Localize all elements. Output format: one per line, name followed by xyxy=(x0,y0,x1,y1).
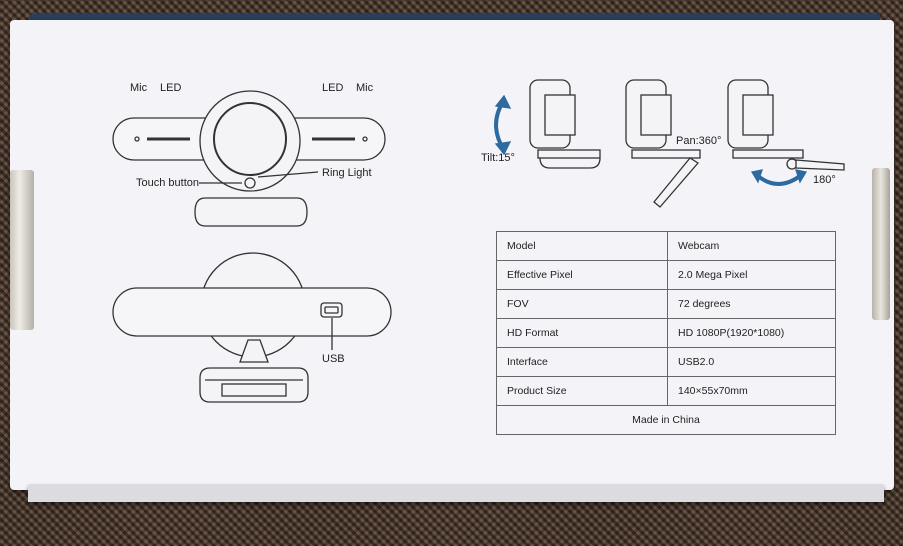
spec-key: Effective Pixel xyxy=(496,260,668,290)
table-row: Model Webcam xyxy=(496,231,836,261)
fold-drawing xyxy=(727,79,845,186)
tape-left xyxy=(10,170,34,330)
pan-drawing xyxy=(625,79,701,208)
spec-key: Product Size xyxy=(496,376,668,406)
mic-right-label: Mic xyxy=(356,82,374,94)
led-left-label: LED xyxy=(160,82,182,94)
spec-key: FOV xyxy=(496,289,668,319)
ring-light-label: Ring Light xyxy=(322,167,372,179)
touch-button-label: Touch button xyxy=(136,177,199,189)
mic-left-label: Mic xyxy=(130,82,148,94)
spec-key: Model xyxy=(496,231,668,261)
tilt-drawing xyxy=(494,79,601,169)
spec-key: HD Format xyxy=(496,318,668,348)
spec-value: 2.0 Mega Pixel xyxy=(667,260,836,290)
box-bottom-lip xyxy=(28,484,884,502)
spec-value: 72 degrees xyxy=(667,289,836,319)
webcam-back-drawing xyxy=(112,252,392,403)
table-row: Product Size 140×55x70mm xyxy=(496,376,836,406)
fold-label: 180° xyxy=(813,174,836,186)
spec-table: Model Webcam Effective Pixel 2.0 Mega Pi… xyxy=(496,231,836,435)
led-right-label: LED xyxy=(322,82,344,94)
table-row: Interface USB2.0 xyxy=(496,347,836,377)
table-row: Made in China xyxy=(496,405,836,435)
spec-value: Webcam xyxy=(667,231,836,261)
pan-label: Pan:360° xyxy=(676,135,722,147)
table-row: Effective Pixel 2.0 Mega Pixel xyxy=(496,260,836,290)
spec-value: 140×55x70mm xyxy=(667,376,836,406)
usb-label: USB xyxy=(322,353,345,365)
webcam-front-drawing xyxy=(112,90,386,227)
table-row: FOV 72 degrees xyxy=(496,289,836,319)
table-row: HD Format HD 1080P(1920*1080) xyxy=(496,318,836,348)
box-top-edge xyxy=(30,14,880,24)
spec-value: HD 1080P(1920*1080) xyxy=(667,318,836,348)
tape-right xyxy=(872,168,890,320)
spec-key: Interface xyxy=(496,347,668,377)
tilt-label: Tilt:15° xyxy=(481,152,515,164)
made-in-label: Made in China xyxy=(496,405,836,435)
spec-value: USB2.0 xyxy=(667,347,836,377)
